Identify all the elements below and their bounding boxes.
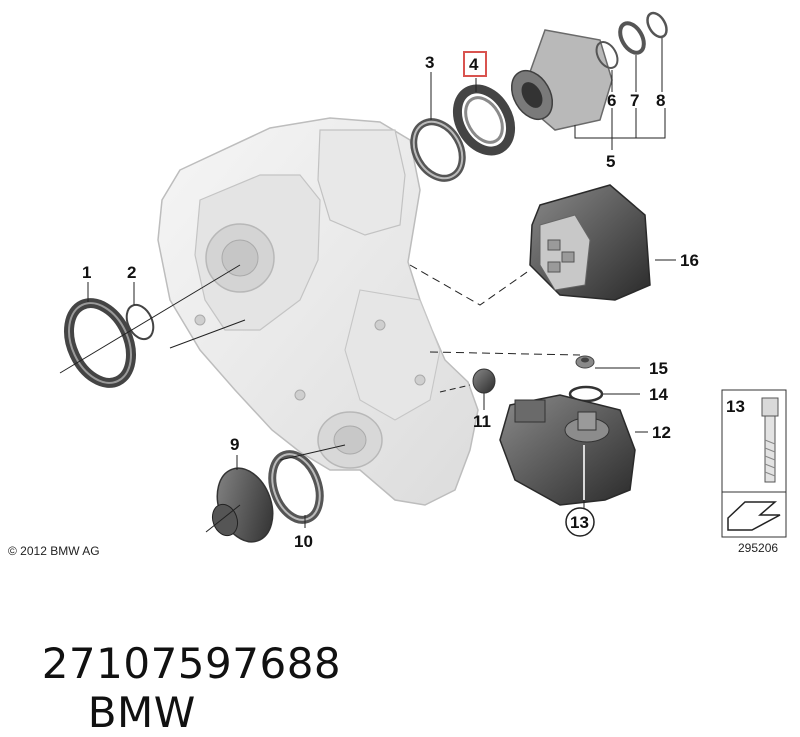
shaft-seal-4 [452, 84, 516, 156]
callout-8: 8 [656, 91, 665, 110]
callout-15: 15 [649, 359, 668, 378]
callout-5: 5 [606, 152, 615, 171]
shaft-seal-10 [268, 450, 324, 524]
callout-6: 6 [607, 91, 616, 110]
callout-14: 14 [649, 385, 668, 404]
connector-module-16 [529, 184, 651, 301]
footer-part-info: 27107597688 BMW [14, 590, 341, 737]
highlight-box [463, 51, 487, 77]
ring-2 [125, 303, 155, 341]
bolt-icon [761, 397, 779, 483]
callout-13-circle [565, 507, 595, 537]
leader-lines [59, 38, 676, 533]
callout-2: 2 [127, 263, 136, 282]
output-flange [510, 29, 613, 131]
callout-13: 13 [570, 513, 589, 532]
plug-11 [472, 368, 496, 394]
callout-3: 3 [425, 53, 434, 72]
exploded-parts-diagram: 1 2 3 4 5 6 7 8 9 10 11 12 13 13 14 15 1… [8, 11, 787, 558]
bolt-13-sidebar-panel [721, 389, 787, 538]
transfer-case-housing [157, 117, 479, 506]
callout-16: 16 [680, 251, 699, 270]
copyright-text: © 2012 BMW AG [8, 544, 100, 558]
part-number-text: 27107597688 [41, 639, 342, 688]
nut-15 [575, 355, 595, 369]
ring-6 [595, 41, 619, 69]
callout-11: 11 [473, 412, 491, 431]
ring-8 [646, 11, 668, 39]
shaft-seal-3 [410, 118, 466, 182]
actuator-motor-12 [499, 394, 636, 506]
callout-12: 12 [652, 423, 671, 442]
callout-10: 10 [294, 532, 313, 551]
brand-text: BMW [87, 688, 196, 737]
callout-9: 9 [230, 435, 239, 454]
callout-4: 4 [469, 55, 479, 74]
callout-7: 7 [630, 91, 639, 110]
arrow-icon [727, 501, 781, 531]
shaft-seal-1 [64, 298, 136, 388]
ring-7 [618, 21, 646, 55]
diagram-number: 295206 [738, 541, 778, 555]
callout-1: 1 [82, 263, 91, 282]
callout-13-sidebar: 13 [726, 397, 745, 416]
